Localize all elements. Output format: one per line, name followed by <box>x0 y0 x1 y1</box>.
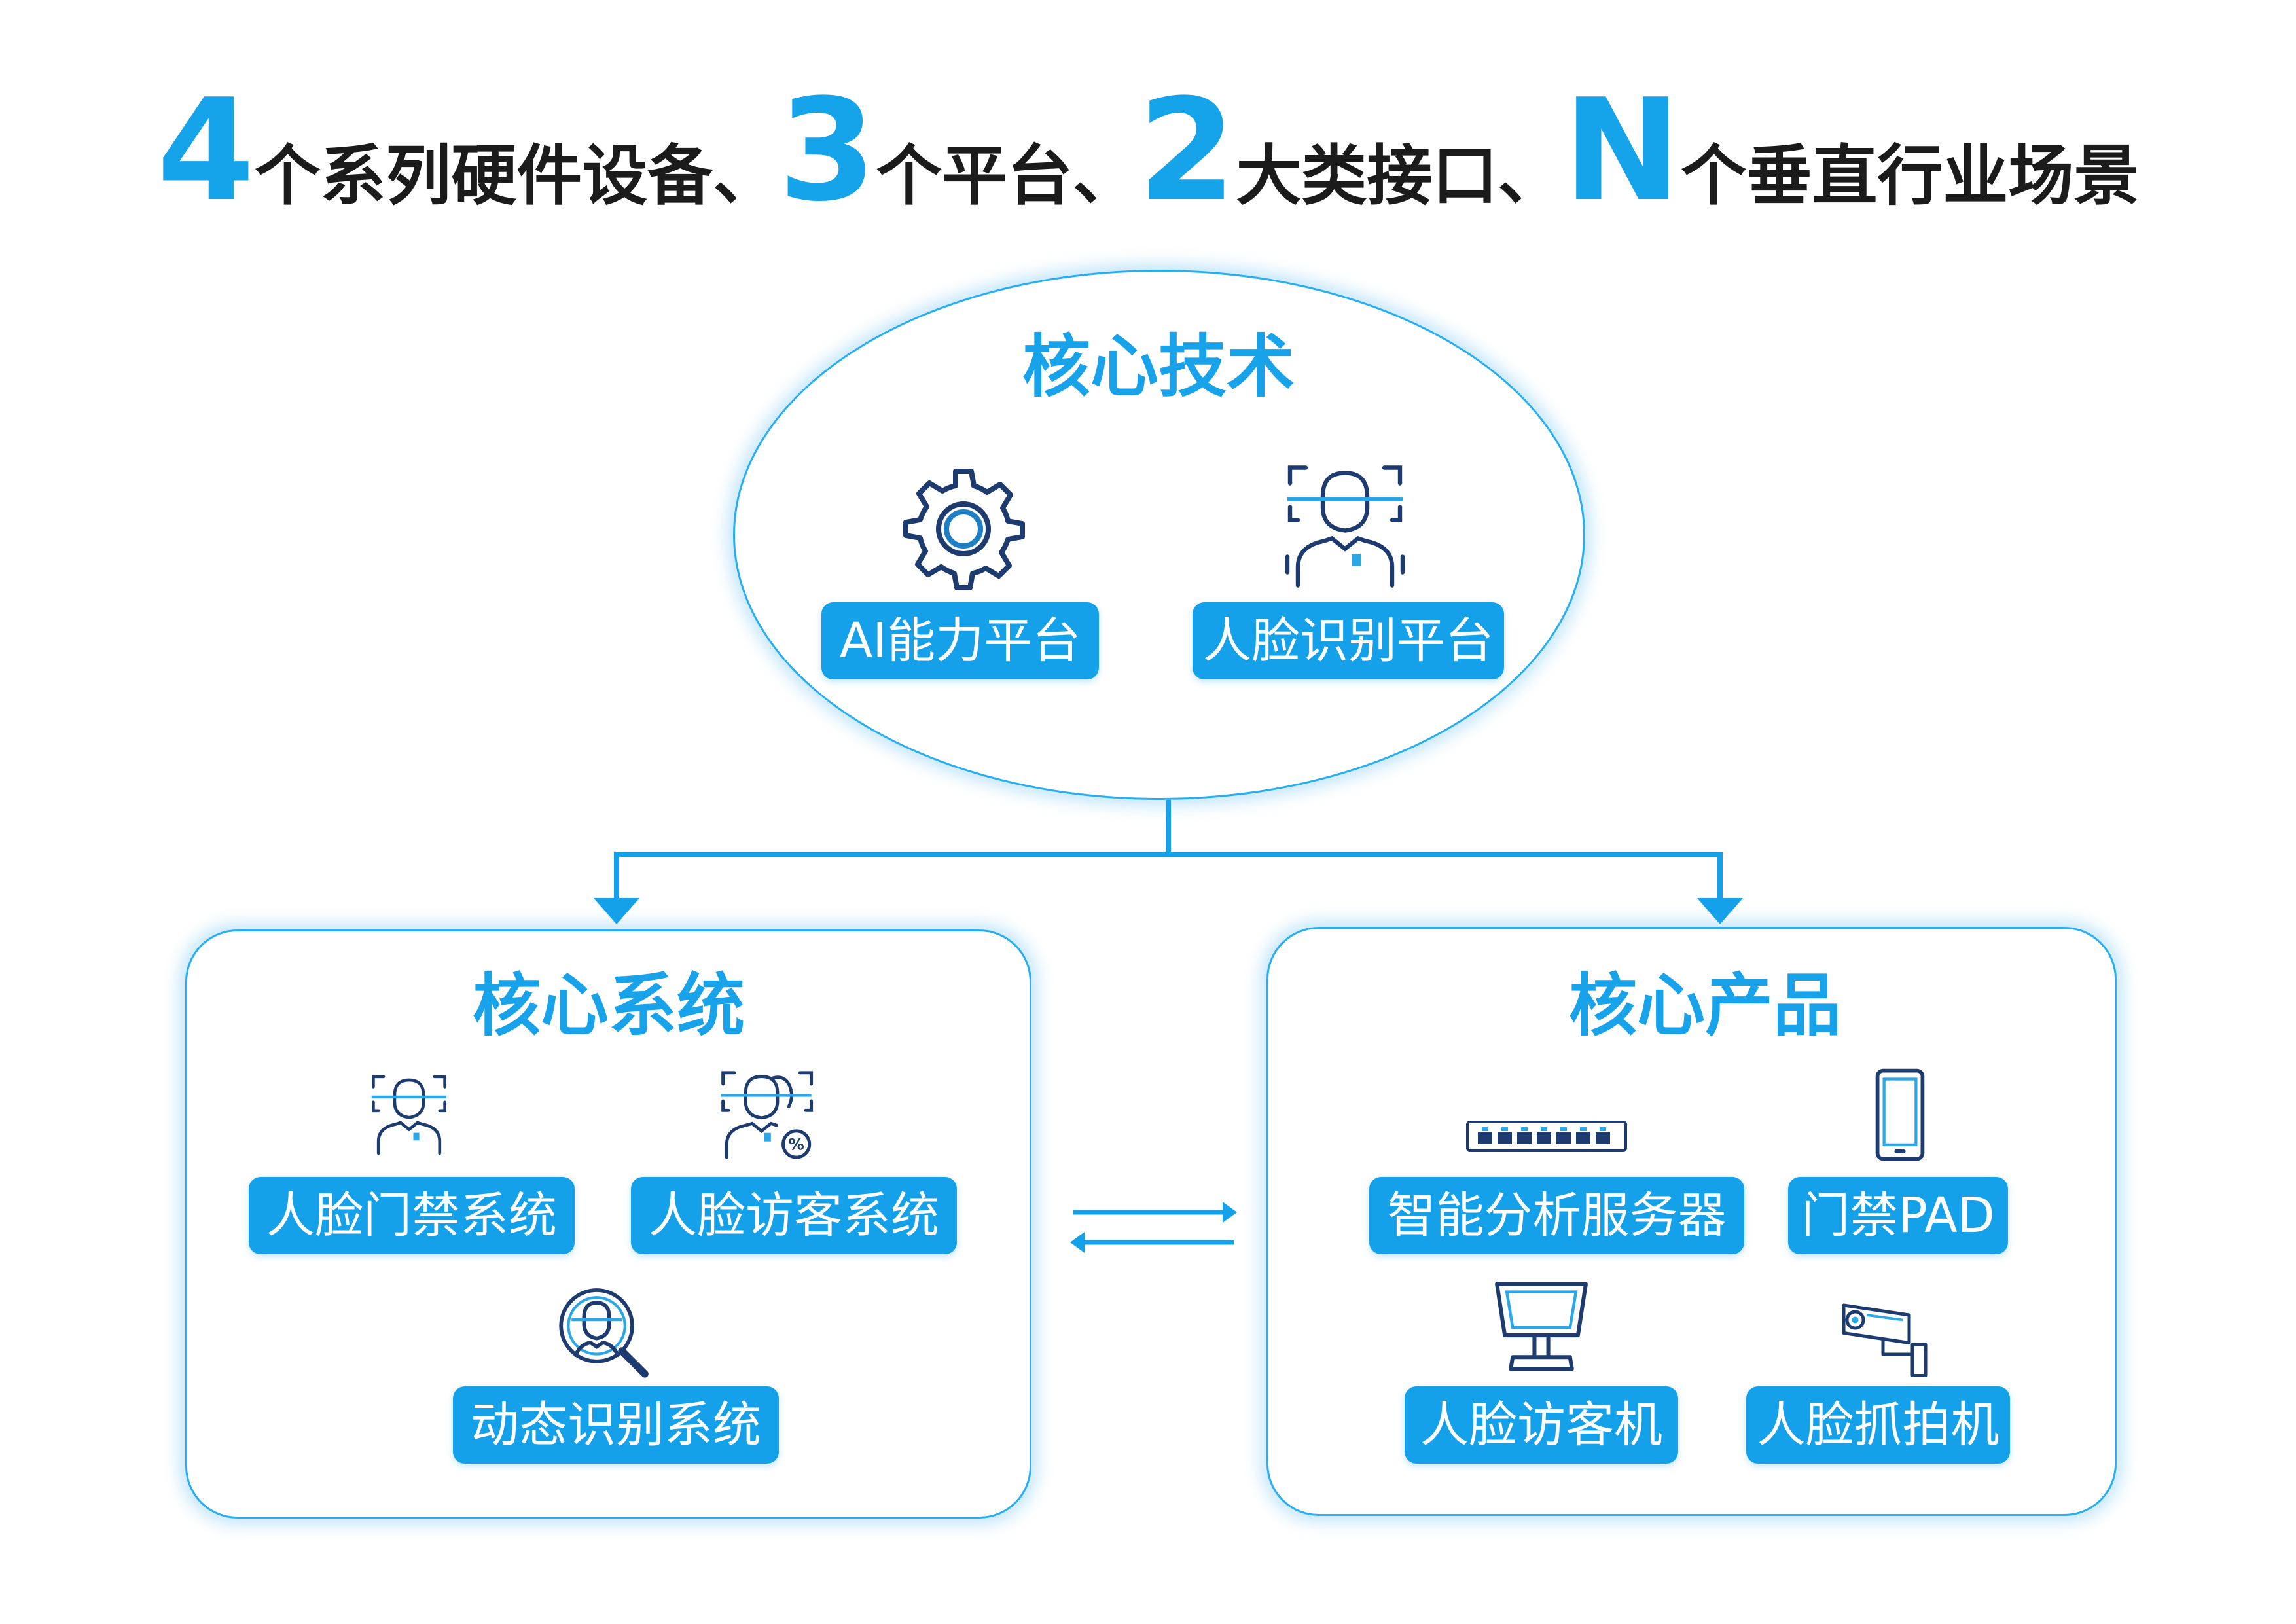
gear-icon <box>898 463 1029 594</box>
headline-number-4: N <box>1563 68 1681 232</box>
face-visitor-system-pill: 人脸访客系统 <box>631 1177 957 1254</box>
face-access-icon <box>367 1066 452 1163</box>
face-search-icon <box>548 1280 653 1384</box>
core-system-title: 核心系统 <box>472 965 745 1045</box>
headline-number-3: 2 <box>1138 68 1236 232</box>
face-capture-camera-pill: 人脸抓拍机 <box>1746 1386 2010 1464</box>
tablet-icon <box>1872 1066 1928 1164</box>
face-scan-icon <box>1280 458 1410 592</box>
core-product-title: 核心产品 <box>1568 965 1841 1045</box>
headline-number-1: 4 <box>156 68 255 232</box>
kiosk-icon <box>1487 1278 1596 1377</box>
svg-text:%: % <box>788 1135 804 1154</box>
core-tech-ellipse <box>733 270 1585 800</box>
access-pad-pill: 门禁PAD <box>1788 1177 2008 1254</box>
exchange-arrow-left-head <box>1070 1232 1085 1253</box>
core-tech-title: 核心技术 <box>1022 327 1295 406</box>
face-visitor-machine-pill: 人脸访客机 <box>1405 1386 1678 1464</box>
headline-text-4: 个垂直行业场景 <box>1681 137 2140 214</box>
headline-text-2: 个平台、 <box>876 137 1138 214</box>
headline-text-1: 个系列硬件设备、 <box>255 137 779 214</box>
arrow-down-right <box>1697 898 1743 924</box>
server-icon <box>1465 1118 1628 1155</box>
exchange-arrow-right-head <box>1223 1202 1237 1223</box>
headline-text-3: 大类接口、 <box>1236 137 1564 214</box>
dynamic-recognition-system-pill: 动态识别系统 <box>453 1386 779 1464</box>
face-recognition-platform-pill: 人脸识别平台 <box>1193 602 1504 679</box>
face-access-system-pill: 人脸门禁系统 <box>249 1177 575 1254</box>
headline: 4 个系列硬件设备、 3 个平台、 2 大类接口、 N 个垂直行业场景 <box>0 68 2296 232</box>
camera-icon <box>1834 1296 1932 1380</box>
arrow-down-left <box>594 898 639 924</box>
smart-analysis-server-pill: 智能分析服务器 <box>1369 1177 1744 1254</box>
ai-capability-platform-pill: AI能力平台 <box>821 602 1099 679</box>
face-visitor-icon: % <box>717 1066 821 1163</box>
headline-number-2: 3 <box>778 68 876 232</box>
